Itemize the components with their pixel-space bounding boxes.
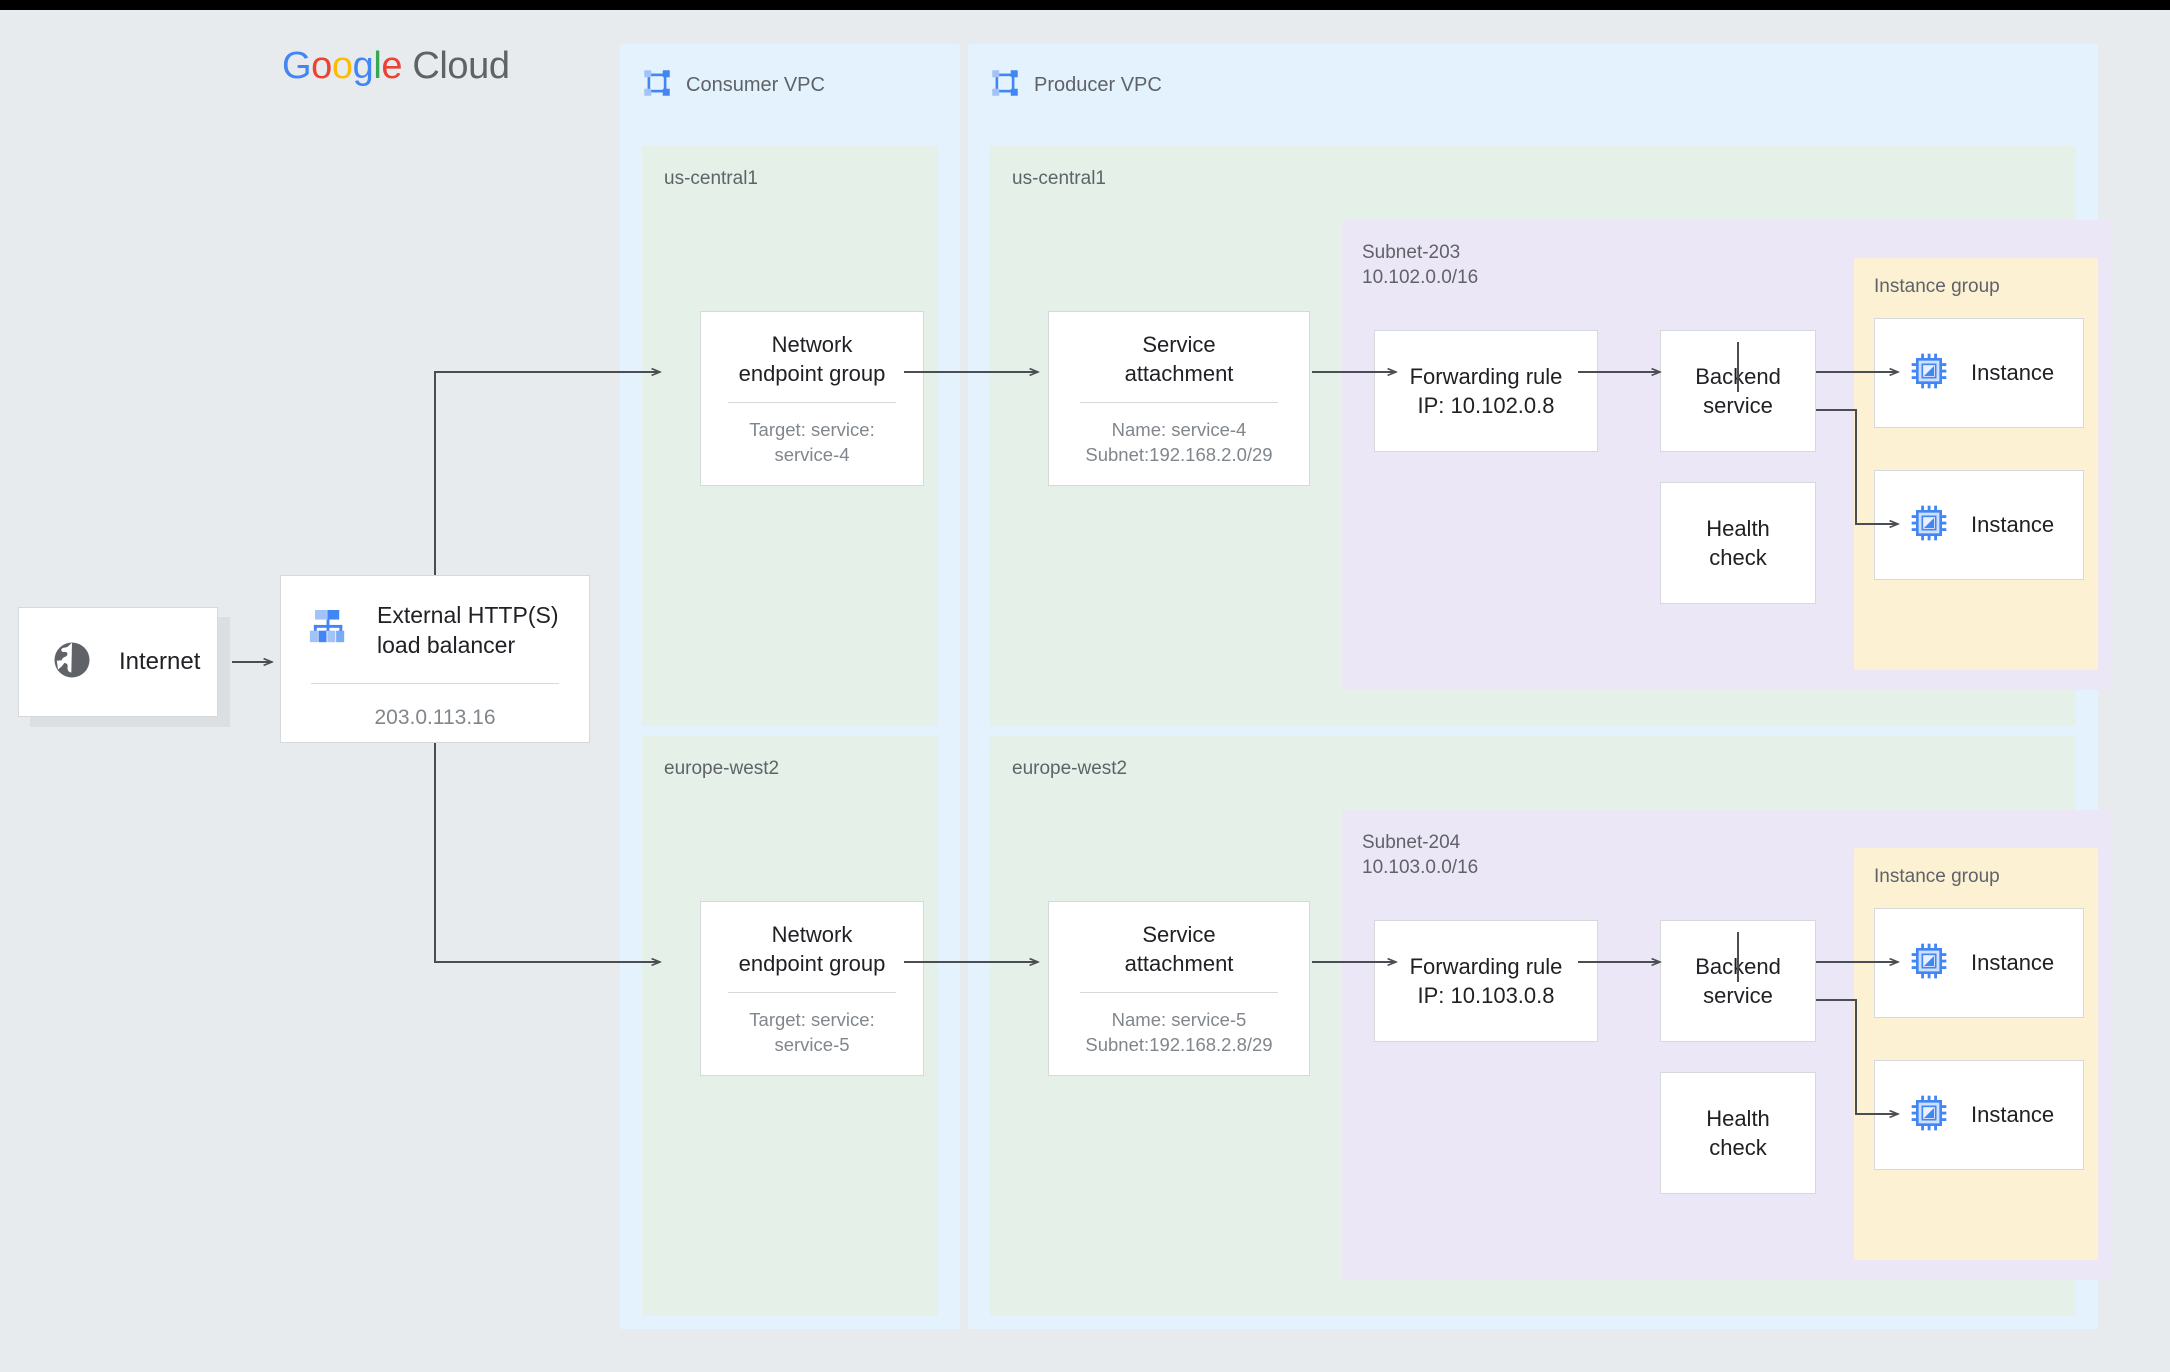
producer-region-label-1: europe-west2 [1012,758,1128,779]
card-divider [311,682,559,684]
load-balancer-ip: 203.0.113.16 [374,705,496,729]
bs-line2-1: service [1703,983,1773,1008]
card-divider [727,401,897,403]
neg-title-line1-1: Network [771,921,853,947]
fr-line1-0: Forwarding rule [1409,363,1563,389]
sa-sub-line2-1: Subnet:192.168.2.8/29 [1085,1034,1273,1056]
producer-vpc-title: Producer VPC [1034,74,1162,96]
bs-line1-1: Backend [1695,953,1781,979]
neg-sub-line1-0: Target: service: [749,418,875,440]
internet-box[interactable]: Internet [18,607,218,717]
vm-instance-chip-icon [1909,1093,1949,1138]
fr-line2-1: IP: 10.103.0.8 [1417,983,1555,1008]
fr-line1-1: Forwarding rule [1409,953,1563,979]
instance-label-1-0: Instance [1971,950,2055,975]
sa-sub-line1-0: Name: service-4 [1111,418,1247,440]
neg-title-line2-1: endpoint group [738,950,886,976]
sa-title-line1-0: Service [1142,331,1216,357]
subnet-204-container: Subnet-204 10.103.0.0/16 Forwarding rule… [1342,810,2112,1280]
internet-label: Internet [119,648,201,675]
subnet-cidr-0: 10.102.0.0/16 [1362,267,1479,289]
hc-line1-1: Health [1706,1105,1770,1131]
subnet-name-0: Subnet-203 [1362,242,1461,263]
instance-group-label-0: Instance group [1874,276,2000,297]
sa-sub-line2-0: Subnet:192.168.2.0/29 [1085,444,1273,466]
bs-line2-0: service [1703,393,1773,418]
instance-label-0-1: Instance [1971,512,2055,537]
consumer-vpc-title: Consumer VPC [686,74,825,96]
load-balancer-hierarchy-icon [307,605,353,656]
google-cloud-logo: Google Cloud [282,45,510,87]
vpc-network-icon [642,68,672,103]
hc-line2-1: check [1709,1135,1767,1160]
neg-title-line1-0: Network [771,331,853,357]
vm-instance-chip-icon [1909,351,1949,396]
forwarding-rule-card-us-central1[interactable]: Forwarding rule IP: 10.102.0.8 [1374,330,1598,452]
instance-group-europe-west2: Instance group [1854,848,2098,1260]
backend-service-card-europe-west2[interactable]: Backend service [1660,920,1816,1042]
card-divider [1080,401,1278,403]
neg-sub-line2-0: service-4 [774,444,850,466]
vm-instance-chip-icon [1909,503,1949,548]
consumer-region-label-1: europe-west2 [664,758,780,779]
logo-cloud-word: Cloud [412,45,510,87]
subnet-cidr-1: 10.103.0.0/16 [1362,857,1479,879]
service-attachment-card-us-central1[interactable]: Service attachment Name: service-4 Subne… [1048,311,1310,486]
instance-group-us-central1: Instance group [1854,258,2098,670]
producer-vpc-container: Producer VPC us-central1 Service attachm… [968,44,2112,1329]
network-endpoint-group-card-europe-west2[interactable]: Network endpoint group Target: service: … [700,901,924,1076]
globe-icon [51,639,93,686]
hc-line1-0: Health [1706,515,1770,541]
producer-vpc-header: Producer VPC [990,68,1162,103]
bs-line1-0: Backend [1695,363,1781,389]
network-endpoint-group-card-us-central1[interactable]: Network endpoint group Target: service: … [700,311,924,486]
sa-title-line1-1: Service [1142,921,1216,947]
diagram-canvas: Google Cloud Consumer VPC us-central1 Ne… [0,10,2170,1372]
hc-line2-0: check [1709,545,1767,570]
health-check-card-europe-west2[interactable]: Health check [1660,1072,1816,1194]
vpc-network-icon [990,68,1020,103]
instance-group-label-1: Instance group [1874,866,2000,887]
forwarding-rule-card-europe-west2[interactable]: Forwarding rule IP: 10.103.0.8 [1374,920,1598,1042]
subnet-name-1: Subnet-204 [1362,832,1461,853]
fr-line2-0: IP: 10.102.0.8 [1417,393,1555,418]
backend-service-card-us-central1[interactable]: Backend service [1660,330,1816,452]
producer-region-label-0: us-central1 [1012,168,1106,189]
health-check-card-us-central1[interactable]: Health check [1660,482,1816,604]
consumer-region-europe-west2: europe-west2 Network endpoint group Targ… [642,736,938,1316]
card-divider [1080,991,1278,993]
sa-title-line2-0: attachment [1124,360,1234,386]
neg-sub-line2-1: service-5 [774,1034,850,1056]
card-divider [727,991,897,993]
consumer-vpc-header: Consumer VPC [642,68,825,103]
sa-sub-line1-1: Name: service-5 [1111,1008,1247,1030]
neg-sub-line1-1: Target: service: [749,1008,875,1030]
instance-card-1-0[interactable]: Instance [1874,908,2084,1018]
sa-title-line2-1: attachment [1124,950,1234,976]
instance-card-0-0[interactable]: Instance [1874,318,2084,428]
lb-title-line1: External HTTP(S) [377,602,559,628]
external-http-load-balancer-box[interactable]: External HTTP(S) load balancer 203.0.113… [280,575,590,743]
consumer-region-us-central1: us-central1 Network endpoint group Targe… [642,146,938,726]
producer-region-us-central1: us-central1 Service attachment Name: ser… [990,146,2112,726]
consumer-region-label-0: us-central1 [664,168,758,189]
instance-label-1-1: Instance [1971,1102,2055,1127]
instance-card-0-1[interactable]: Instance [1874,470,2084,580]
vm-instance-chip-icon [1909,941,1949,986]
instance-label-0-0: Instance [1971,360,2055,385]
consumer-vpc-container: Consumer VPC us-central1 Network endpoin… [620,44,960,1329]
top-black-bar [0,0,2170,10]
instance-card-1-1[interactable]: Instance [1874,1060,2084,1170]
neg-title-line2-0: endpoint group [738,360,886,386]
lb-title-line2: load balancer [377,632,516,659]
producer-region-europe-west2: europe-west2 Service attachment Name: se… [990,736,2112,1316]
subnet-203-container: Subnet-203 10.102.0.0/16 Forwarding rule… [1342,220,2112,690]
service-attachment-card-europe-west2[interactable]: Service attachment Name: service-5 Subne… [1048,901,1310,1076]
